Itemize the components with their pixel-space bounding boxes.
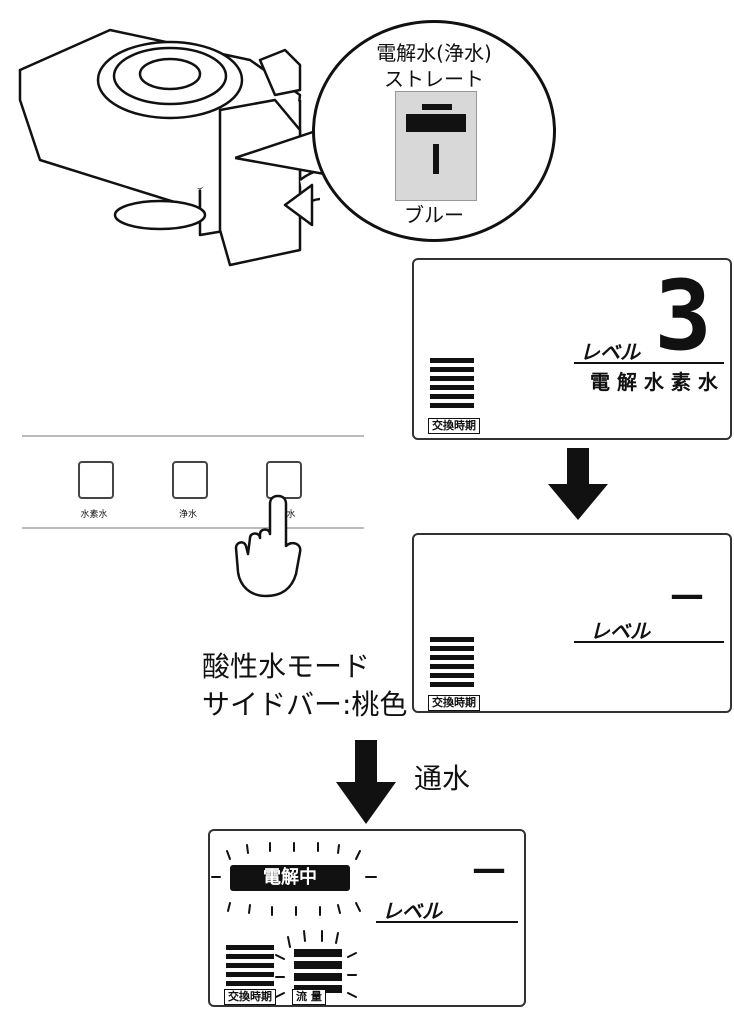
hydrogen-water-button[interactable] (78, 461, 114, 499)
flow-label: 通水 (414, 762, 471, 795)
mode-note-line1: 酸性水モード (202, 650, 371, 683)
lcd-display-acidic: — レベル 交換時期 (412, 533, 732, 713)
lcd2-level-label: レベル (590, 619, 650, 643)
lcd1-digit: 3 (654, 260, 712, 372)
callout-title-line1: 電解水(浄水) (376, 41, 492, 65)
acidic-water-button[interactable] (266, 461, 302, 499)
color-callout: 電解水(浄水) ストレート ブルー (312, 20, 556, 242)
down-arrow-1 (548, 448, 608, 520)
hydrogen-water-label: 水素水 (80, 510, 108, 520)
callout-color-label: ブルー (404, 203, 464, 227)
lcd1-filter-bars (430, 358, 474, 412)
lcd3-replace-caption: 交換時期 (224, 989, 276, 1005)
lcd3-divider (376, 921, 518, 923)
lcd2-filter-bars (430, 637, 474, 691)
purified-water-label: 浄水 (178, 510, 197, 520)
flash-marks (211, 842, 377, 998)
lcd2-divider (574, 641, 724, 643)
lcd1-mode-label: 電 解 水 素 水 (590, 370, 718, 394)
electrolyzing-badge: 電解中 (230, 865, 350, 891)
lcd2-replace-caption: 交換時期 (428, 695, 480, 711)
callout-title-line2: ストレート (384, 67, 484, 91)
lcd3-flow-caption: 流 量 (292, 989, 326, 1005)
lcd-display-electrolyzing: 電解中 — レベル 交換時期 流 量 (208, 829, 526, 1007)
down-arrow-2 (336, 740, 396, 824)
purified-water-button[interactable] (172, 461, 208, 499)
lcd3-digit: — (472, 849, 506, 889)
lcd1-divider (574, 362, 724, 364)
lcd2-digit: — (670, 575, 704, 615)
pointing-hand-icon (234, 494, 302, 598)
mode-note-line2: サイドバー:桃色 (202, 688, 408, 721)
control-panel: 水素水 浄水 酸性水 (22, 435, 364, 529)
lcd1-level-label: レベル (580, 340, 640, 364)
straight-mode-icon (395, 91, 477, 201)
faucet-device-illustration (18, 28, 320, 267)
lcd-display-hydrogen: 3 レベル 電 解 水 素 水 交換時期 (412, 258, 732, 440)
lcd3-level-label: レベル (382, 899, 442, 923)
lcd1-replace-caption: 交換時期 (428, 418, 480, 434)
